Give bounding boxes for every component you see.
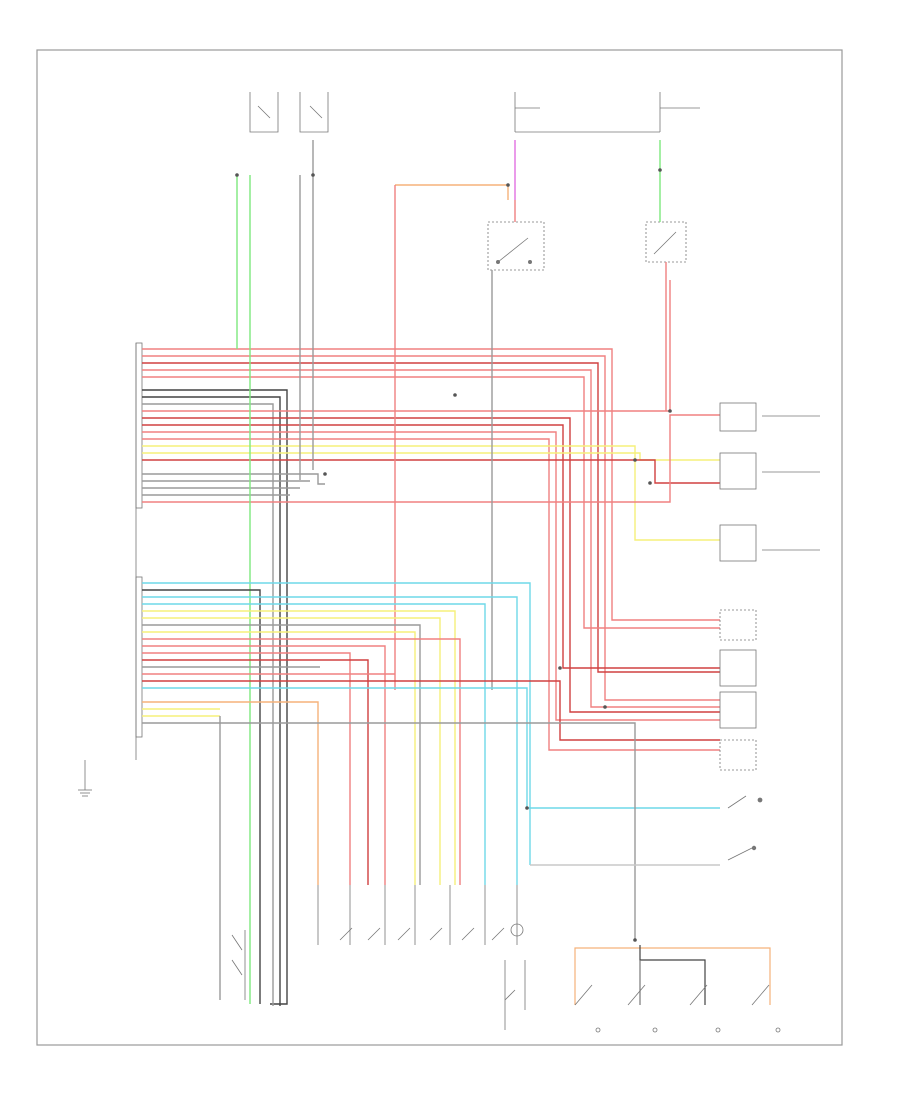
- wires-top-feeds: [236, 140, 667, 1004]
- wires-lower-connector: [142, 582, 720, 1004]
- window-motors: [574, 984, 781, 1033]
- relay-switch-center: [487, 221, 545, 271]
- control-module: [135, 342, 143, 760]
- top-fuse-box-right: [514, 92, 700, 133]
- door-lock-actuators: [719, 402, 820, 771]
- top-fuse-box-left: [249, 92, 329, 133]
- wires-upper-connector: [142, 280, 720, 1006]
- window-motor-group: [574, 945, 771, 1005]
- relay-switch-right: [645, 221, 687, 263]
- door-switch-symbols: [727, 795, 763, 861]
- master-switch-bank: [317, 885, 526, 1030]
- diagram-frame: [36, 49, 843, 1046]
- key-cylinder-switch: [231, 930, 246, 1000]
- splice-points: [235, 168, 672, 942]
- ground-icon: [78, 760, 92, 797]
